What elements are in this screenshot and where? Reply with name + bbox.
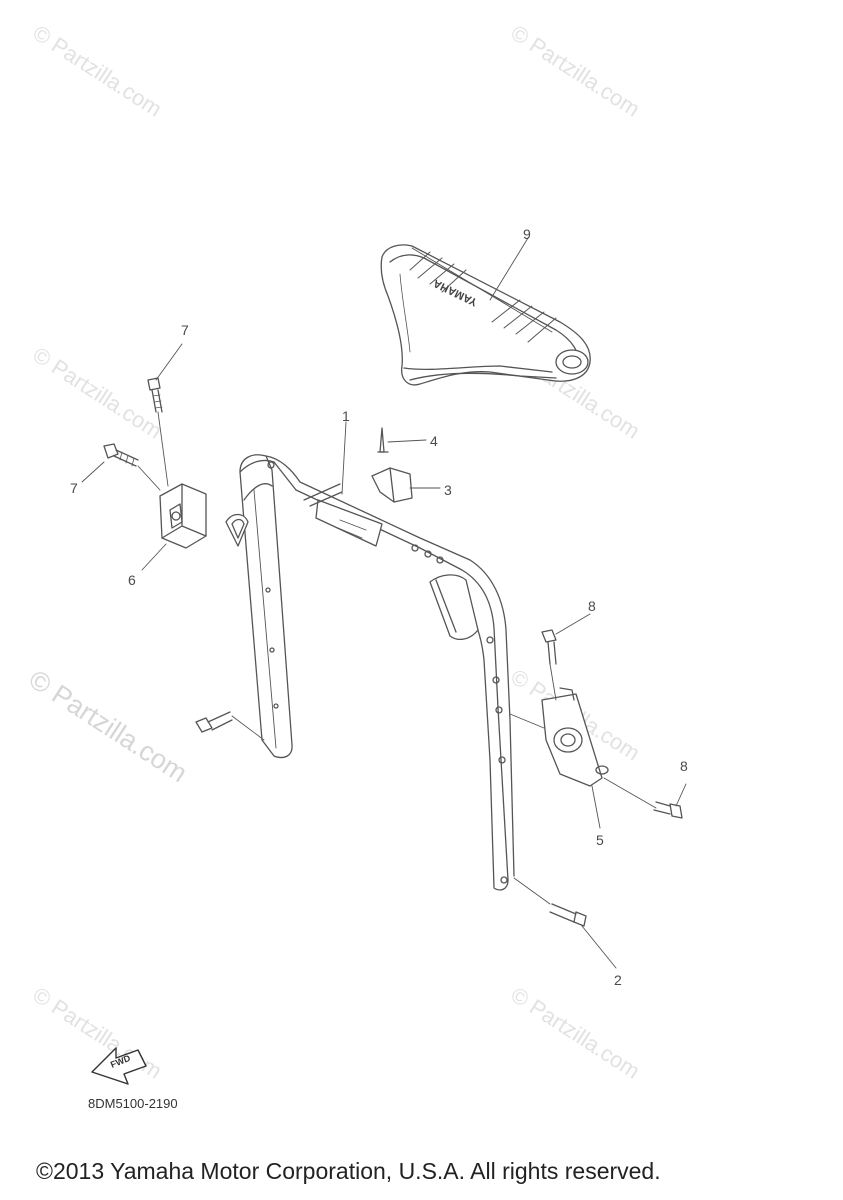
- bracket-left: [159, 483, 207, 549]
- callout-7: 7: [70, 480, 78, 496]
- bolt-lower-right: [653, 801, 683, 819]
- bolt-lower-left: [195, 711, 233, 733]
- diagram-part-code: 8DM5100-2190: [88, 1096, 178, 1111]
- callout-3: 3: [444, 482, 452, 498]
- callout-8: 8: [680, 758, 688, 774]
- callout-6: 6: [128, 572, 136, 588]
- fwd-arrow-icon: [91, 1047, 147, 1085]
- bracket-right: [541, 687, 609, 787]
- seat-pad: [380, 244, 591, 386]
- callout-5: 5: [596, 832, 604, 848]
- ring-clip: [225, 513, 249, 547]
- clip: [371, 467, 413, 503]
- bolt-upper-left: [147, 377, 163, 413]
- clamp-sleeve: [303, 483, 383, 547]
- bolt-left-side: [103, 443, 139, 467]
- callout-9: 9: [523, 226, 531, 242]
- callout-2: 2: [614, 972, 622, 988]
- callout-8: 8: [588, 598, 596, 614]
- callout-7: 7: [181, 322, 189, 338]
- pin: [377, 427, 389, 453]
- callout-4: 4: [430, 433, 438, 449]
- copyright-notice: ©2013 Yamaha Motor Corporation, U.S.A. A…: [36, 1158, 661, 1184]
- handle-pole: [239, 454, 515, 891]
- bolt-upper-right: [541, 629, 557, 665]
- leader-lines: [81, 237, 687, 969]
- callout-1: 1: [342, 408, 350, 424]
- bolt-lower: [549, 903, 587, 927]
